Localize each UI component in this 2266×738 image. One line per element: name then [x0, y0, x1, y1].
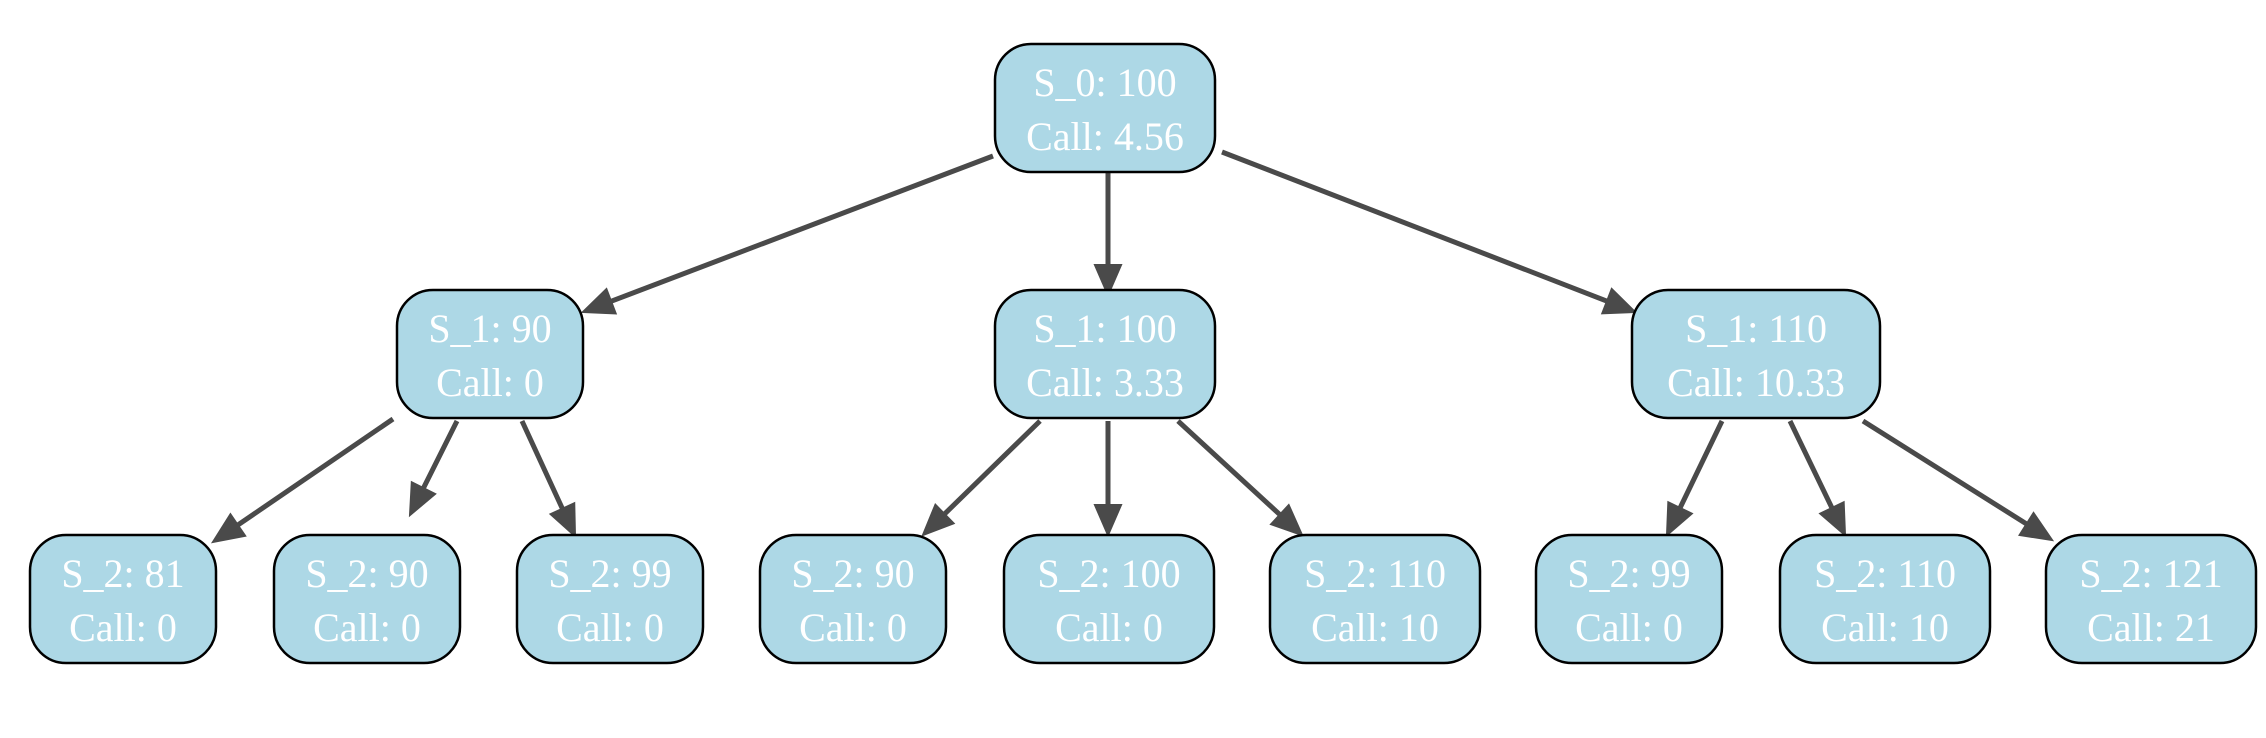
node-state-label: S_2: 110: [1814, 551, 1956, 596]
edge-l1-c-to-l2-c2: [1787, 419, 1847, 538]
edge-line: [1861, 418, 2028, 527]
tree-node-l2-b1: S_2: 90 Call: 0: [758, 533, 948, 665]
node-call-label: Call: 0: [799, 605, 907, 650]
node-state-label: S_1: 100: [1033, 306, 1176, 351]
tree-node-l2-c1: S_2: 99 Call: 0: [1534, 533, 1724, 665]
edge-line: [1176, 419, 1282, 517]
node-state-label: S_2: 90: [791, 551, 914, 596]
node-box: [1268, 533, 1482, 665]
node-call-label: Call: 0: [69, 605, 177, 650]
edge-l1-c-to-l2-c1: [1665, 419, 1725, 538]
edge-line: [1221, 149, 1608, 304]
edge-line: [942, 419, 1042, 516]
node-box: [993, 288, 1217, 420]
node-state-label: S_2: 121: [2079, 551, 2222, 596]
node-state-label: S_1: 110: [1685, 306, 1827, 351]
edge-l1-c-to-l2-c3: [1861, 418, 2055, 542]
arrowhead-icon: [1269, 503, 1304, 537]
node-call-label: Call: 10.33: [1667, 360, 1845, 405]
arrowhead-icon: [1818, 500, 1847, 538]
node-call-label: Call: 0: [313, 605, 421, 650]
tree-node-l1-a: S_1: 90 Call: 0: [395, 288, 585, 420]
node-box: [395, 288, 585, 420]
node-state-label: S_2: 90: [305, 551, 428, 596]
arrowhead-icon: [1600, 287, 1638, 315]
node-box: [1630, 288, 1882, 420]
arrowhead-icon: [1665, 500, 1694, 538]
arrowhead-icon: [210, 512, 247, 544]
node-state-label: S_2: 100: [1037, 551, 1180, 596]
node-box: [2044, 533, 2258, 665]
node-box: [1778, 533, 1992, 665]
edge-l1-b-to-l2-b2: [1093, 421, 1123, 538]
node-call-label: Call: 0: [556, 605, 664, 650]
edges-layer: [210, 149, 2055, 544]
node-box: [515, 533, 705, 665]
edge-line: [236, 416, 395, 528]
tree-node-l2-a2: S_2: 90 Call: 0: [272, 533, 462, 665]
arrowhead-icon: [2018, 511, 2055, 542]
node-call-label: Call: 10: [1821, 605, 1949, 650]
edge-l1-b-to-l2-b3: [1176, 419, 1304, 537]
edge-line: [519, 419, 565, 510]
node-call-label: Call: 4.56: [1026, 114, 1184, 159]
node-box: [272, 533, 462, 665]
tree-node-l2-a1: S_2: 81 Call: 0: [28, 533, 218, 665]
arrowhead-icon: [580, 287, 618, 315]
arrowhead-icon: [408, 480, 437, 518]
node-box: [993, 42, 1217, 174]
edge-line: [421, 419, 460, 490]
edge-l1-a-to-l2-a1: [210, 416, 395, 544]
edge-root-to-l1-b: [1093, 172, 1123, 298]
edge-l1-b-to-l2-b1: [921, 419, 1042, 537]
node-call-label: Call: 0: [1055, 605, 1163, 650]
node-call-label: Call: 3.33: [1026, 360, 1184, 405]
edge-line: [1677, 419, 1725, 510]
edge-l1-a-to-l2-a3: [519, 419, 577, 539]
node-box: [28, 533, 218, 665]
edge-l1-a-to-l2-a2: [408, 419, 460, 518]
arrowhead-icon: [1093, 504, 1123, 538]
node-box: [758, 533, 948, 665]
node-box: [1534, 533, 1724, 665]
node-call-label: Call: 21: [2087, 605, 2215, 650]
arrowhead-icon: [921, 502, 956, 537]
arrowhead-icon: [548, 501, 577, 539]
node-call-label: Call: 0: [1575, 605, 1683, 650]
edge-line: [610, 153, 994, 304]
node-box: [1002, 533, 1216, 665]
node-state-label: S_1: 90: [428, 306, 551, 351]
node-call-label: Call: 10: [1311, 605, 1439, 650]
node-state-label: S_2: 110: [1304, 551, 1446, 596]
edge-line: [1787, 419, 1835, 510]
node-state-label: S_2: 99: [548, 551, 671, 596]
node-state-label: S_2: 81: [61, 551, 184, 596]
node-state-label: S_2: 99: [1567, 551, 1690, 596]
edge-root-to-l1-a: [580, 153, 994, 315]
edge-root-to-l1-c: [1221, 149, 1638, 315]
node-call-label: Call: 0: [436, 360, 544, 405]
arrowhead-icon: [1093, 264, 1123, 298]
node-state-label: S_0: 100: [1033, 60, 1176, 105]
tree-node-l2-a3: S_2: 99 Call: 0: [515, 533, 705, 665]
